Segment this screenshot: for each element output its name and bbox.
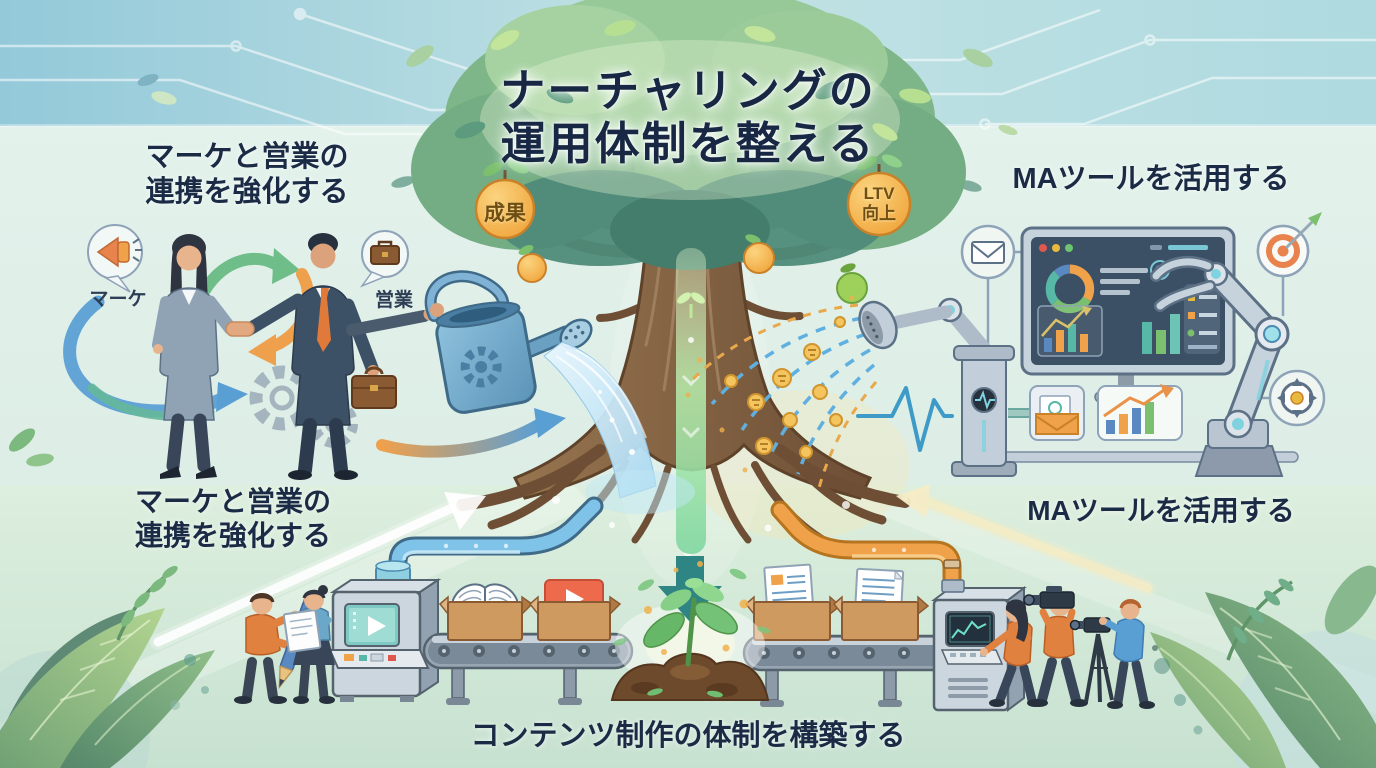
down-arrow-icon	[658, 556, 722, 622]
compass-dial-icon	[1277, 378, 1317, 418]
briefcase-in-hand	[351, 366, 397, 409]
label-bottom: コンテンツ制作の体制を構築する	[470, 720, 906, 752]
box-with-book	[438, 583, 534, 641]
fruit-ltv	[846, 154, 912, 237]
play-icon	[368, 616, 386, 636]
content-production-scene	[150, 484, 1156, 712]
donut-chart	[1045, 264, 1095, 314]
email-panel	[1008, 385, 1085, 441]
right-content-machine	[931, 579, 1027, 712]
gear-icon	[460, 346, 502, 388]
corner-leaves-bottom-right	[1150, 565, 1376, 768]
envelope-badge	[960, 224, 1016, 280]
heartbeat-line	[856, 386, 954, 452]
seedling	[610, 556, 771, 701]
briefcase-icon	[370, 240, 400, 265]
sales-label: 営業	[374, 290, 414, 311]
white-up-arrow	[150, 492, 486, 650]
canopy-leaf-details	[454, 20, 931, 141]
shower-head	[858, 300, 898, 350]
envelope-icon	[971, 241, 1005, 264]
main-title-line2: 運用体制を整える	[500, 118, 876, 170]
target-badge	[1256, 212, 1322, 278]
corner-leaves-bottom-left	[0, 565, 215, 768]
document-icon	[282, 609, 322, 653]
fruit-small-right	[743, 234, 775, 274]
label-mid-left: マーケと営業の 連携を強化する	[134, 486, 332, 552]
fruit-small-left	[517, 245, 547, 283]
left-conveyor	[422, 579, 634, 705]
marketing-label: マーケ	[89, 289, 147, 310]
robot-claw	[1150, 255, 1216, 312]
label-top-left: マーケと営業の 連携を強化する	[145, 141, 349, 208]
watering-can	[424, 270, 593, 414]
tree-fruits	[474, 154, 912, 304]
conveyor-rollers	[438, 645, 620, 657]
fruit-results-label: 成果	[484, 202, 526, 225]
label-mid-right: MAツールを活用する	[1027, 495, 1295, 526]
compass-badge	[1268, 369, 1326, 427]
shower-robot-pillar	[858, 297, 1017, 477]
right-conveyor	[742, 563, 962, 707]
photographer-person	[1069, 599, 1155, 709]
floating-leaves-and-dots	[613, 561, 771, 655]
main-title-line1: ナーチャリングの	[500, 65, 876, 116]
green-apple	[836, 263, 868, 304]
fruit-ltv-label: LTV 向上	[862, 184, 896, 223]
blue-pipe	[388, 496, 604, 602]
operator-person	[980, 599, 1043, 707]
water-stream	[543, 341, 695, 514]
box-with-document	[832, 567, 930, 641]
marketing-sales-scene	[63, 224, 695, 514]
editor-person	[282, 585, 335, 704]
robot-arm	[1150, 255, 1290, 477]
background-leaves	[8, 45, 1018, 467]
glow-arrow-in-trunk	[676, 248, 706, 554]
video-camera-icon	[1023, 586, 1075, 609]
screen-line-chart	[1037, 305, 1103, 357]
ma-tool-scene	[685, 212, 1326, 493]
tree-canopy	[411, 0, 966, 270]
target-icon	[1266, 212, 1322, 268]
marketing-person	[152, 234, 237, 479]
spray-and-coins	[685, 295, 878, 493]
label-top-right: MAツールを活用する	[1012, 163, 1290, 195]
orange-pipe	[770, 500, 962, 600]
chart-panel	[1097, 384, 1183, 441]
videographer-person	[1023, 586, 1088, 707]
main-title: ナーチャリングの 運用体制を整える	[500, 64, 876, 170]
box-with-video	[528, 579, 622, 641]
marketing-speech-bubble	[87, 224, 143, 293]
box-with-letter	[744, 563, 842, 641]
handshake-hands	[225, 321, 255, 337]
sales-speech-bubble	[359, 230, 409, 288]
left-content-machine	[328, 560, 442, 702]
orange-blue-arrow	[376, 408, 566, 458]
fruit-results	[474, 160, 536, 240]
megaphone-icon	[96, 236, 142, 268]
cream-up-arrow	[896, 484, 1156, 596]
